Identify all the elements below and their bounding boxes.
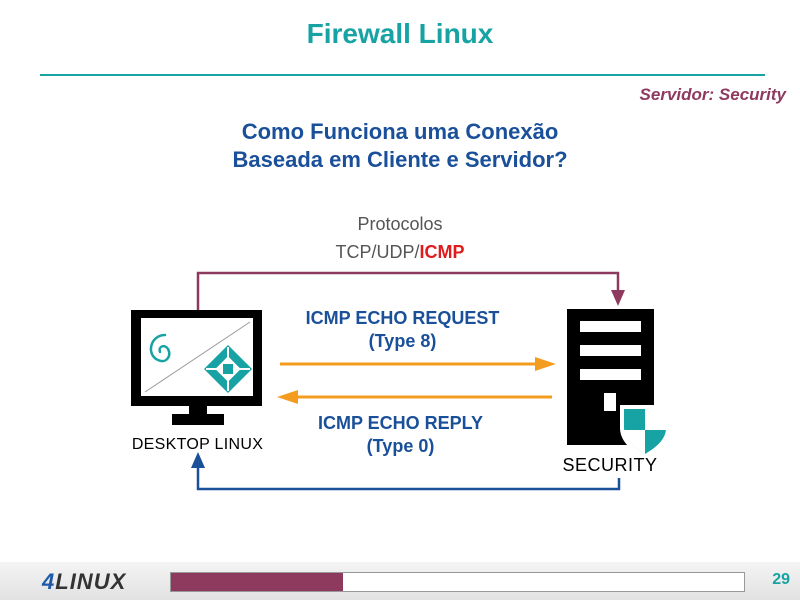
top-connection-arrowhead <box>611 290 625 306</box>
top-connection-line <box>196 271 620 312</box>
question-line-1: Como Funciona uma Conexão <box>241 119 559 144</box>
desktop-caption: DESKTOP LINUX <box>131 436 264 453</box>
request-arrowhead <box>535 357 556 371</box>
request-label: ICMP ECHO REQUEST (Type 8) <box>280 307 525 353</box>
reply-label: ICMP ECHO REPLY (Type 0) <box>288 412 513 458</box>
debian-icon <box>149 333 171 363</box>
slide-progress-fill <box>171 573 343 591</box>
page-number: 29 <box>772 571 790 588</box>
reply-label-line-1: ICMP ECHO REPLY <box>317 413 484 433</box>
question-line-2: Baseada em Cliente e Servidor? <box>232 147 568 172</box>
request-label-line-2: (Type 8) <box>368 331 437 351</box>
server-tower-icon <box>567 309 654 445</box>
server-caption: SECURITY <box>562 455 658 475</box>
footer-logo-text: LINUX <box>55 569 127 594</box>
reply-arrowhead <box>277 390 298 404</box>
slide-title: Firewall Linux <box>306 18 494 49</box>
return-connection-line <box>196 462 621 491</box>
protocols-label: Protocolos <box>357 214 443 234</box>
server-tag: Servidor: Security <box>639 85 786 104</box>
question-heading: Como Funciona uma Conexão Baseada em Cli… <box>200 118 600 174</box>
protocols-icmp: ICMP <box>419 242 465 262</box>
footer-logo-number: 4 <box>42 569 56 594</box>
centos-icon <box>203 344 253 394</box>
reply-label-line-2: (Type 0) <box>366 436 435 456</box>
protocols-list: TCP/UDP/ICMP <box>300 242 500 263</box>
return-connection-arrowhead <box>191 452 205 468</box>
footer-logo: 4LINUX <box>42 569 126 595</box>
title-rule <box>40 74 765 76</box>
protocols-prefix: TCP/UDP/ <box>335 242 420 262</box>
shield-icon <box>620 405 670 458</box>
request-label-line-1: ICMP ECHO REQUEST <box>305 308 500 328</box>
